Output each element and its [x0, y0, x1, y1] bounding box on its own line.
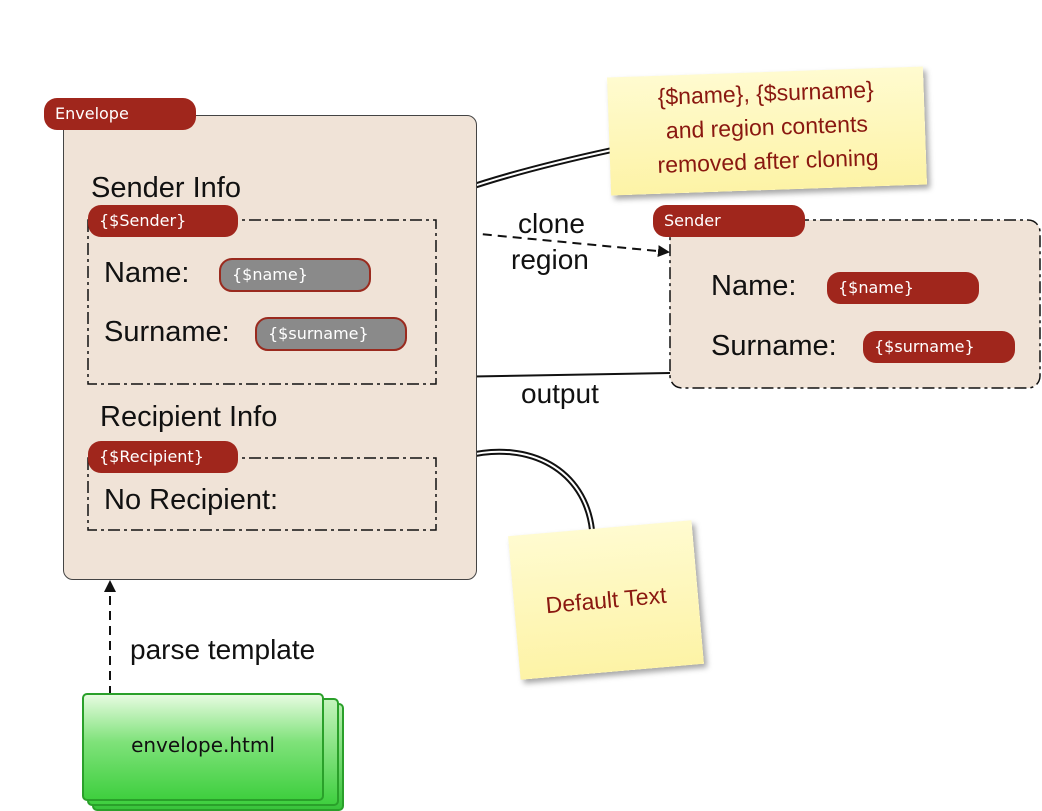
sender-panel-surname-tag: {$surname} — [863, 331, 1015, 363]
recipient-info-heading: Recipient Info — [100, 401, 278, 433]
sender-panel-name-label: Name: — [711, 270, 797, 302]
sender-info-heading: Sender Info — [91, 172, 241, 204]
envelope-name-tag: {$name} — [219, 258, 371, 292]
removed-note: {$name}, {$surname} and region contents … — [607, 66, 927, 196]
output-label: output — [521, 378, 599, 409]
file-sheet-front: envelope.html — [82, 693, 324, 801]
recipient-region-tag: {$Recipient} — [88, 441, 238, 473]
sender-region-border — [87, 219, 437, 385]
sender-region-tag: {$Sender} — [88, 205, 238, 237]
default-note-arrow-outer — [465, 448, 595, 531]
sender-panel-name-tag: {$name} — [827, 272, 979, 304]
sender-panel-tag: Sender — [653, 205, 805, 237]
envelope-name-label: Name: — [104, 257, 190, 289]
envelope-file-stack: envelope.html — [82, 693, 344, 811]
recipient-region-border — [87, 457, 437, 531]
region-label: region — [511, 244, 589, 275]
sender-panel-border — [669, 219, 1041, 389]
parse-template-label: parse template — [130, 634, 316, 665]
sender-panel-surname-label: Surname: — [711, 330, 837, 362]
envelope-tag: Envelope — [44, 98, 196, 130]
envelope-surname-label: Surname: — [104, 316, 230, 348]
envelope-surname-tag: {$surname} — [255, 317, 407, 351]
output-arrow — [442, 370, 671, 383]
file-name: envelope.html — [131, 733, 275, 757]
no-recipient-text: No Recipient: — [104, 484, 279, 516]
clone-label: clone — [518, 208, 585, 239]
default-text-note: Default Text — [508, 520, 704, 680]
default-text-label: Default Text — [544, 581, 668, 619]
